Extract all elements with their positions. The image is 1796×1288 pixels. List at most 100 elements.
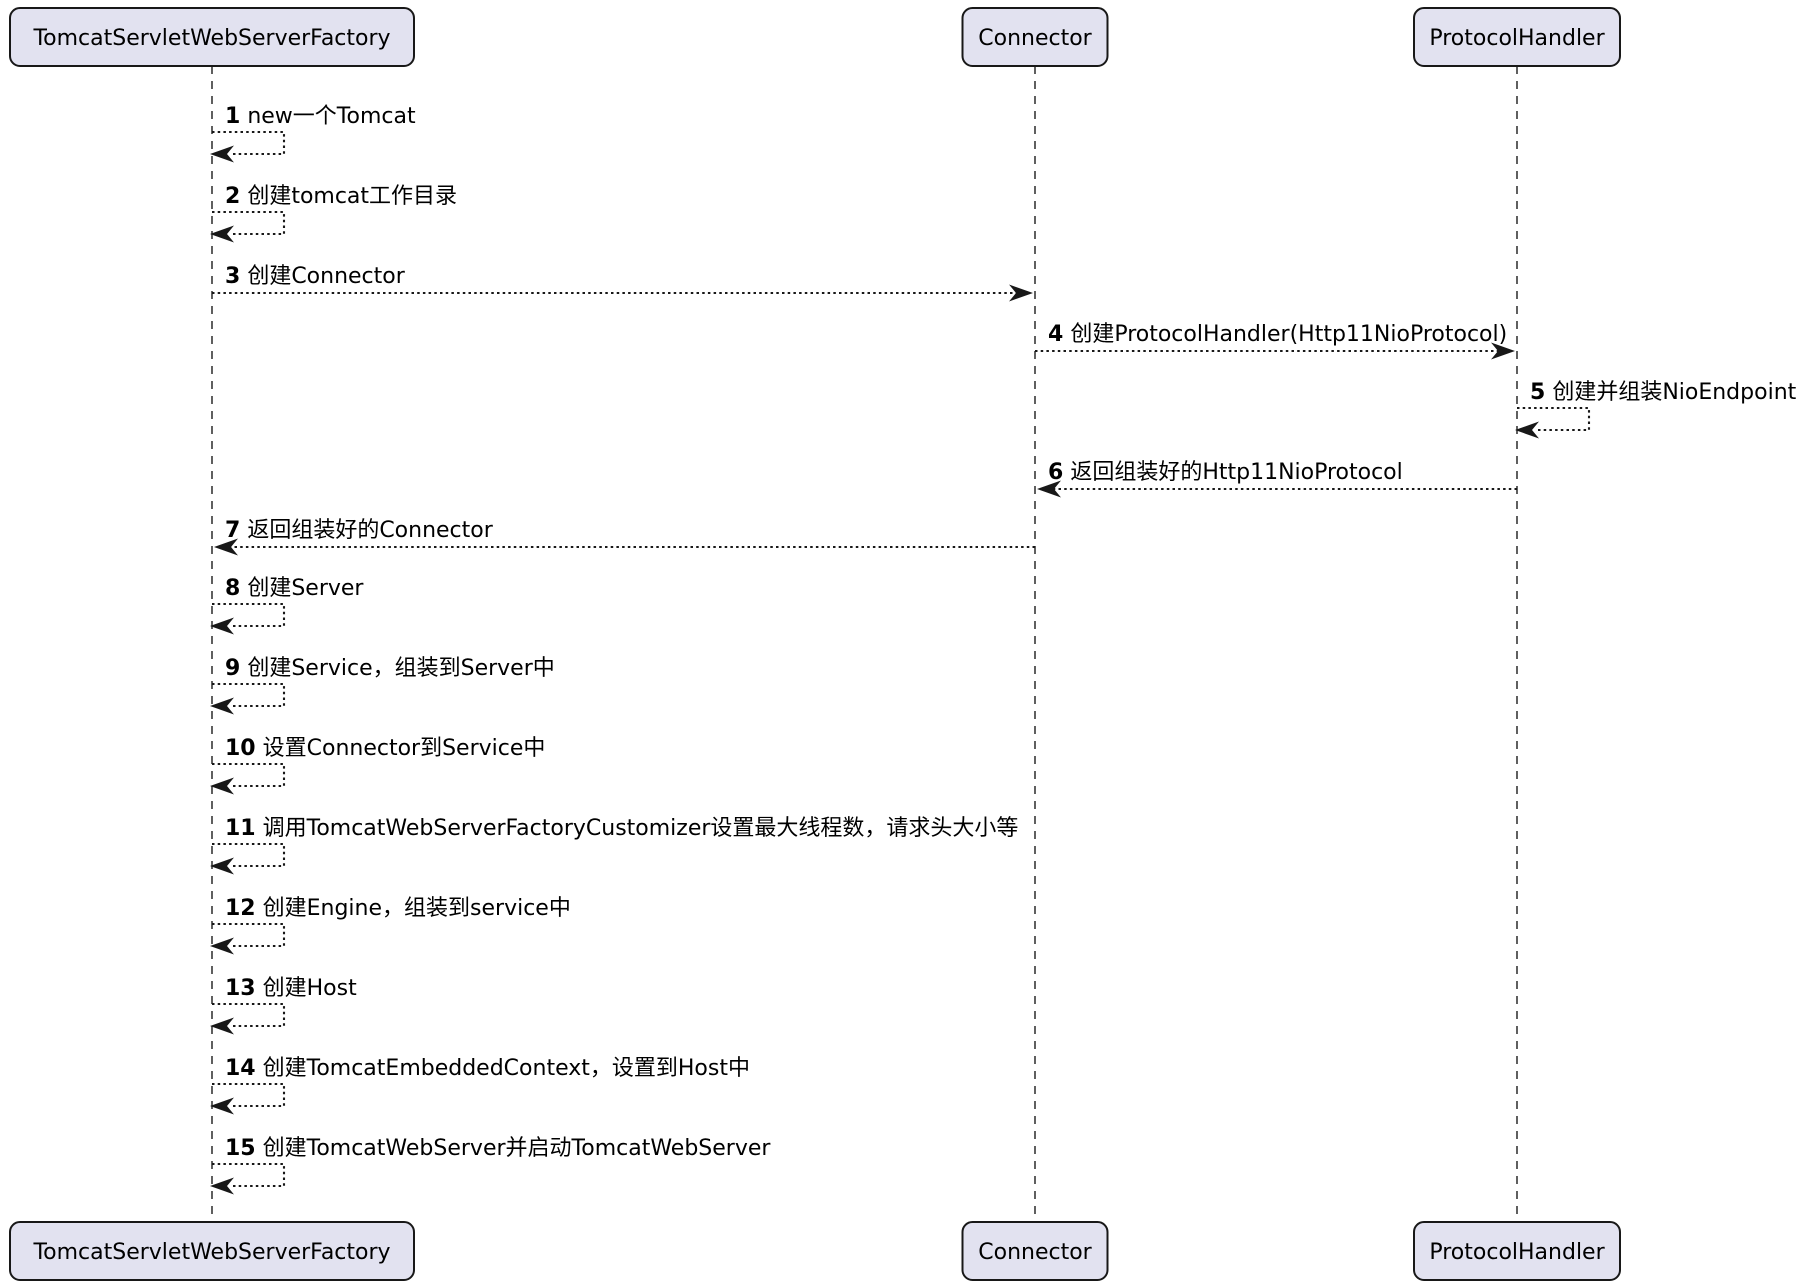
message-number: 11 (225, 816, 256, 841)
message-5: 5 创建并组装NioEndpoint (1515, 380, 1796, 439)
participant-top-connector: Connector (961, 7, 1109, 67)
participant-box (961, 1221, 1109, 1281)
message-text: 创建Host (263, 976, 357, 1001)
message-label: 12 创建Engine，组装到service中 (225, 896, 571, 921)
arrowhead-icon (214, 538, 238, 556)
participant-bottom-factory: TomcatServletWebServerFactory (9, 1221, 415, 1281)
arrowhead-icon (1491, 342, 1515, 360)
message-text: 创建并组装NioEndpoint (1552, 380, 1796, 405)
message-label: 15 创建TomcatWebServer并启动TomcatWebServer (225, 1136, 771, 1161)
message-number: 14 (225, 1056, 256, 1081)
arrowhead-icon (210, 225, 234, 243)
arrowhead-icon (1515, 421, 1539, 439)
message-number: 15 (225, 1136, 256, 1161)
participant-bottom-protocol: ProtocolHandler (1413, 1221, 1621, 1281)
message-number: 8 (225, 576, 240, 601)
message-10: 10 设置Connector到Service中 (210, 736, 545, 795)
message-label: 4 创建ProtocolHandler(Http11NioProtocol) (1048, 322, 1507, 347)
self-message-line (212, 602, 286, 628)
arrowhead-icon (210, 617, 234, 635)
self-message-line (212, 682, 286, 708)
participant-label: Connector (978, 26, 1092, 51)
message-3: 3 创建Connector (212, 264, 1033, 302)
message-label: 14 创建TomcatEmbeddedContext，设置到Host中 (225, 1056, 750, 1081)
message-text: 返回组装好的Http11NioProtocol (1070, 460, 1402, 485)
message-13: 13 创建Host (210, 976, 357, 1035)
self-message-line (212, 1002, 286, 1028)
arrowhead-icon (210, 697, 234, 715)
message-label: 3 创建Connector (225, 264, 406, 289)
message-number: 6 (1048, 460, 1063, 485)
participant-box (9, 1221, 415, 1281)
arrowhead-icon (210, 857, 234, 875)
message-12: 12 创建Engine，组装到service中 (210, 896, 571, 955)
self-message-line (212, 210, 286, 236)
message-number: 4 (1048, 322, 1063, 347)
participant-top-factory: TomcatServletWebServerFactory (9, 7, 415, 67)
participant-box (9, 7, 415, 67)
participant-label: ProtocolHandler (1429, 26, 1605, 51)
message-text: 创建Server (247, 576, 364, 601)
self-message-line (212, 1082, 286, 1108)
message-label: 10 设置Connector到Service中 (225, 736, 545, 761)
message-14: 14 创建TomcatEmbeddedContext，设置到Host中 (210, 1056, 750, 1115)
message-number: 9 (225, 656, 240, 681)
self-message-line (212, 842, 286, 868)
self-message-line (212, 130, 286, 156)
message-label: 11 调用TomcatWebServerFactoryCustomizer设置最大… (225, 816, 1018, 841)
message-text: 创建Connector (247, 264, 405, 289)
participant-label: Connector (978, 1240, 1092, 1265)
message-number: 12 (225, 896, 256, 921)
message-15: 15 创建TomcatWebServer并启动TomcatWebServer (210, 1136, 771, 1195)
message-text: 创建TomcatEmbeddedContext，设置到Host中 (263, 1056, 750, 1081)
arrowhead-icon (210, 777, 234, 795)
arrowhead-icon (1009, 284, 1033, 302)
arrowhead-icon (210, 145, 234, 163)
message-number: 13 (225, 976, 256, 1001)
message-number: 1 (225, 104, 240, 129)
participant-label: TomcatServletWebServerFactory (32, 1240, 390, 1265)
message-text: 调用TomcatWebServerFactoryCustomizer设置最大线程… (263, 816, 1019, 841)
message-text: new一个Tomcat (247, 104, 416, 129)
self-message-line (212, 1162, 286, 1188)
arrowhead-icon (1037, 480, 1061, 498)
message-number: 7 (225, 518, 240, 543)
message-label: 9 创建Service，组装到Server中 (225, 656, 555, 681)
message-text: 创建ProtocolHandler(Http11NioProtocol) (1070, 322, 1507, 347)
message-4: 4 创建ProtocolHandler(Http11NioProtocol) (1035, 322, 1515, 360)
self-message-line (212, 922, 286, 948)
message-text: 创建Engine，组装到service中 (263, 896, 571, 921)
arrowhead-icon (210, 937, 234, 955)
self-message-line (1517, 406, 1591, 432)
participant-top-protocol: ProtocolHandler (1413, 7, 1621, 67)
participant-box (961, 7, 1109, 67)
arrowhead-icon (210, 1177, 234, 1195)
message-8: 8 创建Server (210, 576, 364, 635)
message-text: 设置Connector到Service中 (263, 736, 546, 761)
message-11: 11 调用TomcatWebServerFactoryCustomizer设置最大… (210, 816, 1018, 875)
message-9: 9 创建Service，组装到Server中 (210, 656, 555, 715)
message-number: 10 (225, 736, 256, 761)
message-label: 6 返回组装好的Http11NioProtocol (1048, 460, 1403, 485)
message-number: 3 (225, 264, 240, 289)
arrowhead-icon (210, 1017, 234, 1035)
participant-label: ProtocolHandler (1429, 1240, 1605, 1265)
message-1: 1 new一个Tomcat (210, 104, 416, 163)
arrowhead-icon (210, 1097, 234, 1115)
message-label: 1 new一个Tomcat (225, 104, 416, 129)
message-text: 创建TomcatWebServer并启动TomcatWebServer (263, 1136, 772, 1161)
message-label: 13 创建Host (225, 976, 357, 1001)
message-text: 创建Service，组装到Server中 (247, 656, 554, 681)
message-label: 8 创建Server (225, 576, 364, 601)
message-text: 创建tomcat工作目录 (247, 184, 457, 209)
message-6: 6 返回组装好的Http11NioProtocol (1037, 460, 1517, 498)
participant-box (1413, 1221, 1621, 1281)
message-label: 5 创建并组装NioEndpoint (1530, 380, 1796, 405)
message-number: 5 (1530, 380, 1545, 405)
